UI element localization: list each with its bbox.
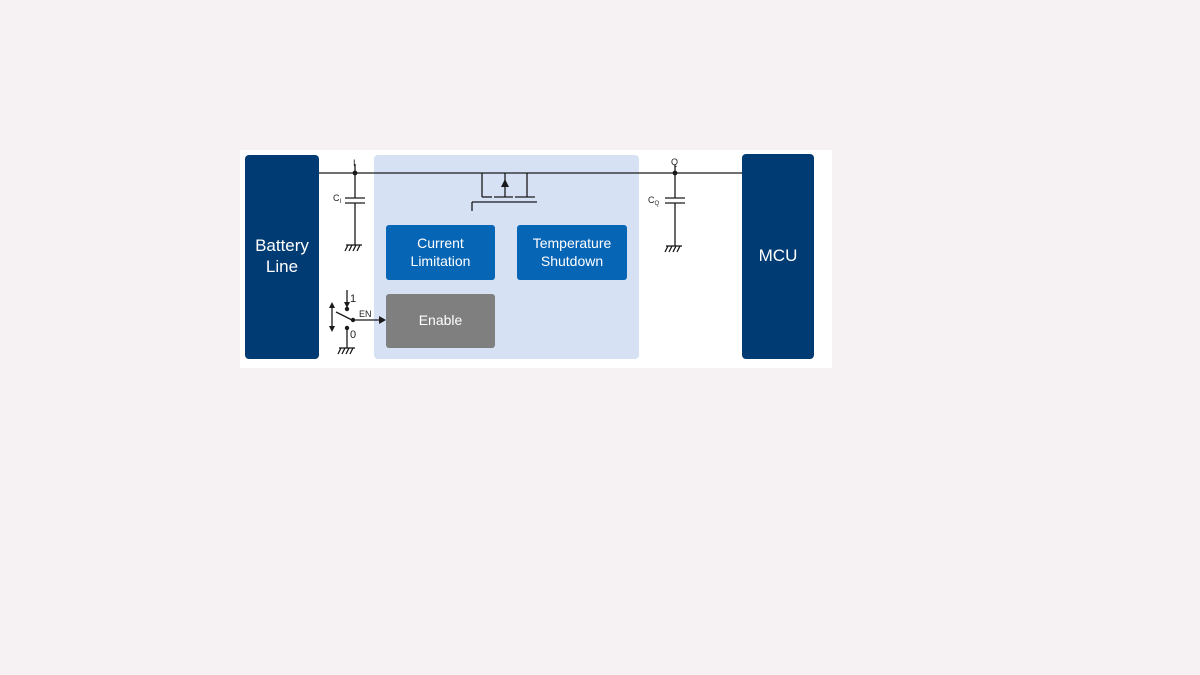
output-pin-label: Q	[671, 157, 679, 167]
switch-low-label: 0	[350, 329, 357, 341]
temperature-shutdown-block: Temperature Shutdown	[517, 225, 627, 280]
output-capacitor-label: CQ	[648, 195, 660, 208]
mosfet-symbol	[471, 173, 537, 211]
battery-line-block: Battery Line	[245, 155, 319, 359]
input-capacitor-label: CI	[333, 193, 342, 206]
input-capacitor-symbol	[345, 173, 365, 245]
output-capacitor-symbol	[665, 173, 685, 246]
current-limitation-block: Current Limitation	[386, 225, 495, 280]
diagram-card: Battery Line MCU Current Limitation Temp…	[240, 150, 832, 368]
mcu-block: MCU	[742, 154, 814, 359]
enable-block: Enable	[386, 294, 495, 348]
enable-pin-label: EN	[359, 309, 372, 319]
circuit-wires	[319, 164, 742, 355]
switch-high-label: 1	[350, 293, 357, 305]
switch-ground-symbol	[337, 347, 355, 355]
input-pin-label: I	[353, 158, 356, 168]
enable-switch-symbol	[329, 290, 386, 348]
input-ground-symbol	[344, 244, 362, 252]
output-ground-symbol	[664, 245, 682, 253]
